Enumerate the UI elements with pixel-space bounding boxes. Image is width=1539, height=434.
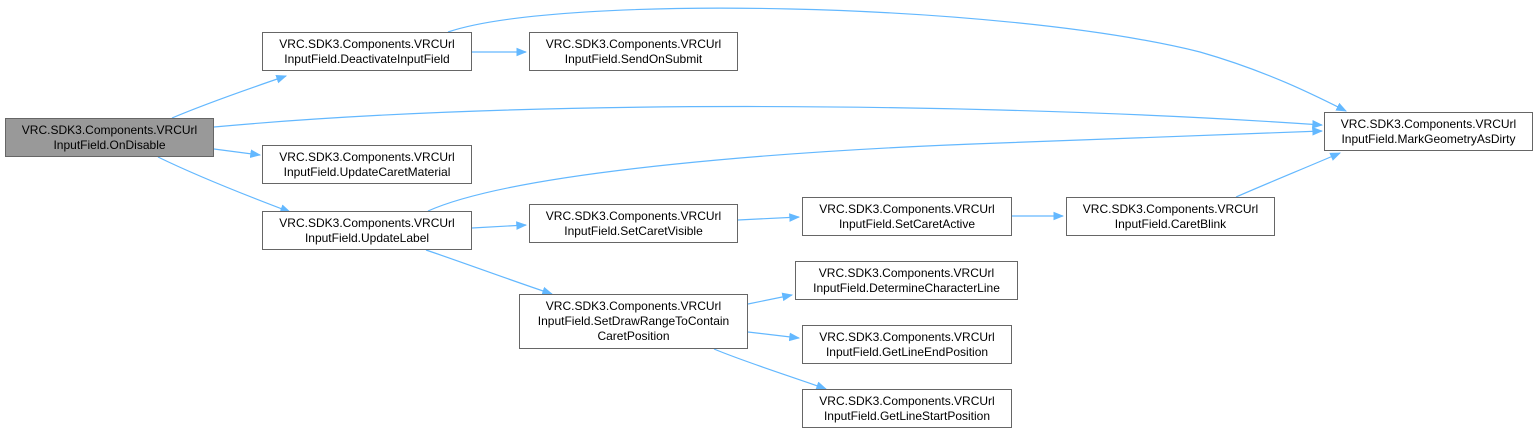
node-getlineend-line-1: VRC.SDK3.Components.VRCUrl bbox=[819, 329, 995, 344]
edge-deactivate-to-markgeometry bbox=[447, 7, 1347, 112]
node-deactivate-input-field[interactable]: VRC.SDK3.Components.VRCUrl InputField.De… bbox=[262, 32, 472, 71]
node-setdrawrange-line-1: VRC.SDK3.Components.VRCUrl bbox=[545, 299, 722, 313]
node-sendonsubmit-line-1: VRC.SDK3.Components.VRCUrl bbox=[545, 36, 722, 51]
node-setcaretactive-line-1: VRC.SDK3.Components.VRCUrl bbox=[819, 201, 995, 216]
node-set-caret-active[interactable]: VRC.SDK3.Components.VRCUrl InputField.Se… bbox=[802, 197, 1012, 236]
edge-updatelabel-to-markgeometry bbox=[427, 126, 1324, 212]
node-setcaretvisible-line-1: VRC.SDK3.Components.VRCUrl bbox=[545, 208, 722, 223]
node-setdrawrange-line-2: InputField.SetDrawRangeToContain bbox=[537, 314, 730, 328]
node-set-caret-visible[interactable]: VRC.SDK3.Components.VRCUrl InputField.Se… bbox=[529, 204, 738, 243]
node-send-on-submit[interactable]: VRC.SDK3.Components.VRCUrl InputField.Se… bbox=[529, 32, 738, 71]
node-setdrawrange-line-3: CaretPosition bbox=[597, 329, 670, 343]
edge-updatelabel-to-setcaretvisible bbox=[471, 221, 528, 230]
node-sendonsubmit-line-2: InputField.SendOnSubmit bbox=[564, 51, 703, 66]
node-updatecaretmaterial-line-2: InputField.UpdateCaretMaterial bbox=[283, 164, 451, 179]
node-update-caret-material[interactable]: VRC.SDK3.Components.VRCUrl InputField.Up… bbox=[262, 145, 472, 184]
edge-ondisable-to-updatelabel bbox=[157, 156, 292, 213]
node-determine-character-line[interactable]: VRC.SDK3.Components.VRCUrl InputField.De… bbox=[795, 261, 1018, 300]
edge-ondisable-to-markgeometry bbox=[213, 105, 1324, 129]
node-getlineend-line-2: InputField.GetLineEndPosition bbox=[825, 344, 989, 359]
node-caret-blink[interactable]: VRC.SDK3.Components.VRCUrl InputField.Ca… bbox=[1066, 197, 1275, 236]
node-getlinestart-line-1: VRC.SDK3.Components.VRCUrl bbox=[819, 393, 995, 408]
edge-setdrawrange-to-getlinestart bbox=[713, 348, 828, 390]
node-updatelabel-line-2: InputField.UpdateLabel bbox=[304, 230, 430, 245]
node-setcaretvisible-line-2: InputField.SetCaretVisible bbox=[564, 223, 703, 238]
node-get-line-start-position[interactable]: VRC.SDK3.Components.VRCUrl InputField.Ge… bbox=[802, 389, 1012, 428]
edge-ondisable-to-deactivate bbox=[171, 75, 288, 119]
node-ondisable-line-1: VRC.SDK3.Components.VRCUrl bbox=[21, 122, 198, 137]
node-get-line-end-position[interactable]: VRC.SDK3.Components.VRCUrl InputField.Ge… bbox=[802, 325, 1012, 364]
edge-setdrawrange-to-getlineend bbox=[747, 331, 801, 342]
node-deactivate-line-2: InputField.DeactivateInputField bbox=[284, 51, 450, 66]
edge-ondisable-to-updatecaretmaterial bbox=[213, 148, 262, 158]
node-determinecharline-line-1: VRC.SDK3.Components.VRCUrl bbox=[818, 265, 995, 280]
node-update-label[interactable]: VRC.SDK3.Components.VRCUrl InputField.Up… bbox=[262, 211, 472, 250]
edge-setcaretvisible-to-setcaretactive bbox=[737, 213, 801, 222]
node-markgeometry-line-1: VRC.SDK3.Components.VRCUrl bbox=[1340, 116, 1517, 131]
node-updatecaretmaterial-line-1: VRC.SDK3.Components.VRCUrl bbox=[279, 149, 455, 164]
edge-setdrawrange-to-determinecharline bbox=[747, 292, 794, 305]
node-getlinestart-line-2: InputField.GetLineStartPosition bbox=[823, 408, 991, 423]
node-setcaretactive-line-2: InputField.SetCaretActive bbox=[838, 216, 976, 231]
node-deactivate-line-1: VRC.SDK3.Components.VRCUrl bbox=[279, 36, 455, 51]
node-caretblink-line-2: InputField.CaretBlink bbox=[1114, 216, 1227, 231]
node-mark-geometry-as-dirty[interactable]: VRC.SDK3.Components.VRCUrl InputField.Ma… bbox=[1324, 112, 1533, 151]
node-ondisable-line-2: InputField.OnDisable bbox=[53, 137, 166, 152]
node-determinecharline-line-2: InputField.DetermineCharacterLine bbox=[813, 280, 1000, 295]
node-updatelabel-line-1: VRC.SDK3.Components.VRCUrl bbox=[279, 215, 455, 230]
edge-updatelabel-to-setdrawrange bbox=[425, 249, 554, 296]
node-markgeometry-line-2: InputField.MarkGeometryAsDirty bbox=[1341, 131, 1516, 146]
edge-caretblink-to-markgeometry bbox=[1235, 152, 1341, 198]
node-caretblink-line-1: VRC.SDK3.Components.VRCUrl bbox=[1082, 201, 1259, 216]
node-set-draw-range-to-contain-caret-position[interactable]: VRC.SDK3.Components.VRCUrl InputField.Se… bbox=[519, 294, 748, 349]
node-ondisable[interactable]: VRC.SDK3.Components.VRCUrl InputField.On… bbox=[5, 118, 214, 157]
